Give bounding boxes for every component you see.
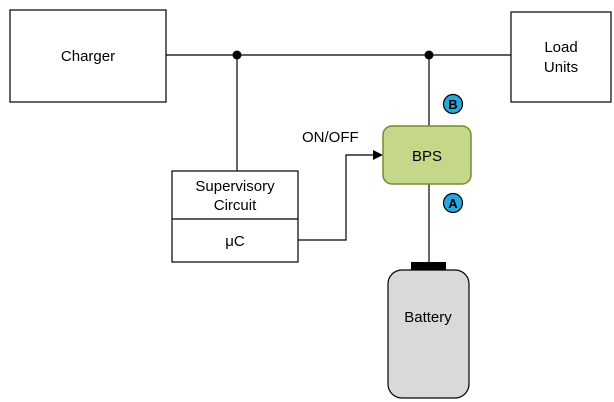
bps-label: BPS [412,148,442,165]
test-point-b: B [442,93,464,115]
test-point-b-label: B [448,97,457,112]
battery-terminal [411,262,446,272]
wires [166,54,511,262]
on-off-label: ON/OFF [302,129,359,146]
supervisory-label-line2: Circuit [214,197,257,214]
battery-label: Battery [404,309,452,326]
test-point-a: A [442,192,464,214]
charger-label: Charger [61,48,115,65]
junction-dot-bps [424,50,434,60]
supervisory-circuit-block: Supervisory Circuit μC [171,170,299,263]
junction-dot-supervisory [232,50,242,60]
supervisory-label-line1: Supervisory [195,178,275,195]
test-point-a-label: A [448,196,458,211]
bps-block: BPS [382,125,472,185]
load-units-label-line2: Units [544,59,578,76]
load-units-block: Load Units [510,11,612,103]
battery-block: Battery [387,262,470,399]
on-off-control-wire [298,154,375,241]
microcontroller-label: μC [225,233,245,250]
load-units-label-line1: Load [544,39,577,56]
charger-block: Charger [9,9,167,103]
on-off-arrowhead [373,150,383,160]
